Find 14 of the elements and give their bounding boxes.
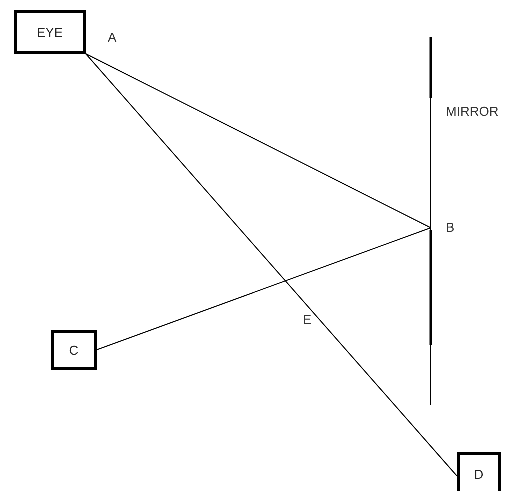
box-label: D (474, 466, 484, 482)
label-box (51, 330, 97, 370)
point-label: A (108, 30, 117, 45)
light-ray-line (96, 228, 432, 350)
point-label: B (446, 220, 455, 235)
mirror-line (430, 37, 432, 406)
label-box (457, 452, 501, 491)
box-label: EYE (36, 24, 63, 40)
light-ray-line (86, 54, 458, 476)
mirror-label: MIRROR (446, 104, 499, 119)
light-ray-line (86, 54, 432, 228)
point-label: E (303, 312, 312, 327)
label-box (14, 10, 86, 54)
box-label: C (69, 342, 79, 358)
